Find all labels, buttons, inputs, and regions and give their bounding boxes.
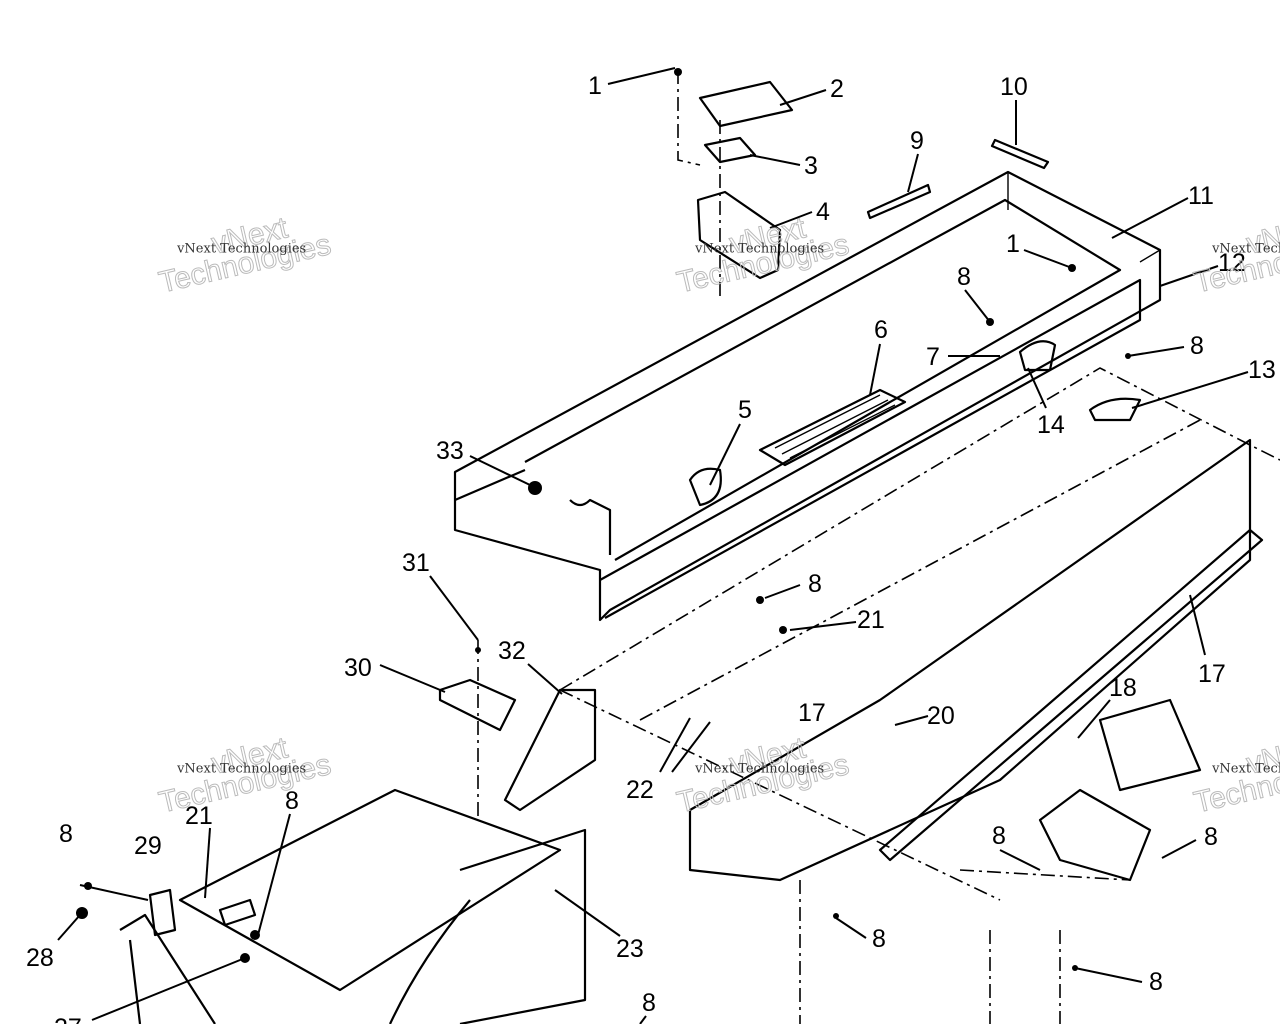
callout-8g: 8	[1204, 823, 1218, 851]
callout-30: 30	[344, 654, 372, 682]
watermark-top-right: vNext Technologies vNext Technologies	[1190, 211, 1280, 300]
callout-8b: 8	[1190, 332, 1204, 360]
callout-8e: 8	[59, 820, 73, 848]
callout-17a: 17	[1198, 660, 1226, 688]
callout-20: 20	[927, 702, 955, 730]
callout-10: 10	[1000, 73, 1028, 101]
callout-13: 13	[1248, 356, 1276, 384]
watermark-line: vNext Technologies	[694, 761, 824, 776]
cover-parts	[677, 70, 1142, 507]
callout-9: 9	[910, 127, 924, 155]
callout-8d: 8	[285, 787, 299, 815]
callout-3: 3	[804, 152, 818, 180]
callout-14: 14	[1037, 411, 1065, 439]
callout-23: 23	[616, 935, 644, 963]
watermark-mid-left: vNext Technologies vNext Technologies	[155, 731, 334, 820]
watermark-line: vNext Technologies	[176, 761, 306, 776]
callout-8c: 8	[808, 570, 822, 598]
callout-11: 11	[1188, 182, 1214, 210]
callout-1b: 1	[1006, 230, 1020, 258]
callout-29: 29	[134, 832, 162, 860]
callout-28: 28	[26, 944, 54, 972]
callout-12: 12	[1218, 249, 1246, 277]
watermark-line: vNext Technologies	[176, 241, 306, 256]
watermark-line: vNext Technologies	[1211, 241, 1280, 256]
watermark-line: vNext Technologies	[694, 241, 824, 256]
callout-6: 6	[874, 316, 888, 344]
callout-33: 33	[436, 437, 464, 465]
fastener-dots	[76, 68, 1131, 971]
watermark-mid-center: vNext Technologies vNext Technologies	[673, 731, 852, 820]
watermark-line: vNext Technologies	[1211, 761, 1280, 776]
callout-8a: 8	[957, 263, 971, 291]
tunnel	[503, 367, 1280, 1024]
callout-5: 5	[738, 396, 752, 424]
callout-8h: 8	[872, 925, 886, 953]
leader-lines	[57, 67, 1249, 1024]
callout-17b: 17	[798, 699, 826, 727]
seat-frame	[453, 170, 1162, 622]
front-frame	[119, 640, 587, 1024]
callout-18: 18	[1109, 674, 1137, 702]
callout-1: 1	[588, 72, 602, 100]
callout-31: 31	[402, 549, 430, 577]
callout-8f: 8	[992, 822, 1006, 850]
callout-2: 2	[830, 75, 844, 103]
callout-32: 32	[498, 637, 526, 665]
watermark-top-left: vNext Technologies vNext Technologies	[155, 211, 334, 300]
callout-8i: 8	[1149, 968, 1163, 996]
callout-8j: 8	[642, 989, 656, 1017]
callout-7: 7	[926, 343, 940, 371]
callout-22: 22	[626, 776, 654, 804]
callout-4: 4	[816, 198, 830, 226]
callout-21b: 21	[185, 802, 213, 830]
callout-27: 27	[54, 1014, 82, 1024]
callout-labels: 1 2 3 4 10 9 11 12 1 8 8 13 7 6 14 5 33 …	[26, 72, 1276, 1024]
callout-21a: 21	[857, 606, 885, 634]
footrest-mat	[758, 388, 907, 467]
